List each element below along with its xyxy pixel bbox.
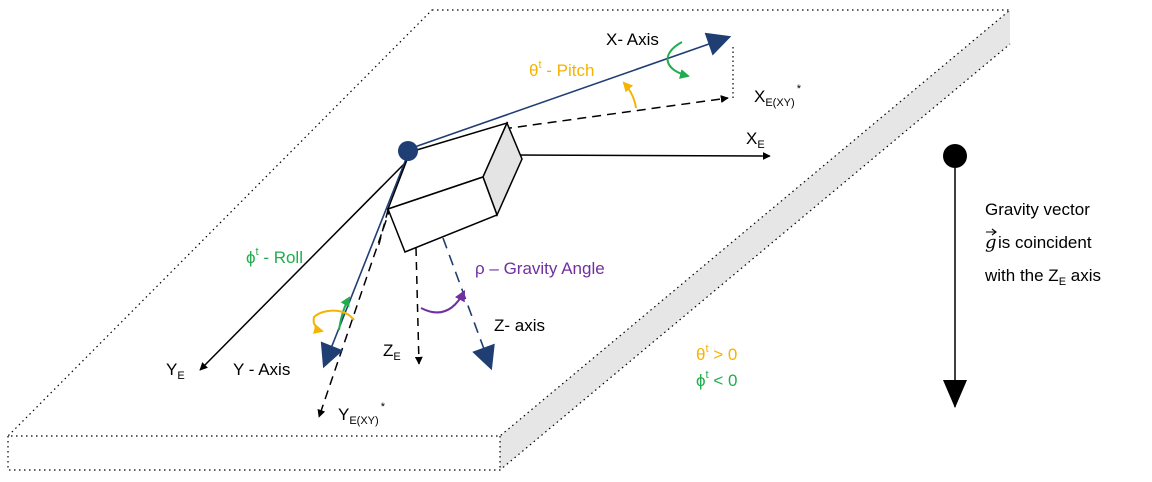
x-axis-label: X- Axis [606,30,659,49]
xe-label: XE [746,129,765,151]
gravity-vector-origin-dot [943,144,967,168]
box-front-face [387,176,498,253]
z-body-axis-dashed-arrow [442,237,495,371]
ze-label: ZE [383,341,401,363]
ye-axis-arrow [199,159,409,371]
roll-label: ϕt - Roll [246,246,303,267]
y-body-axis-arrow [320,158,407,369]
slab-side-face [500,10,1010,470]
sensor-origin-dot [398,141,418,161]
y-pitch-rotation-arc [312,309,355,334]
sensor-box [386,121,523,253]
x-roll-rotation-arc [666,41,690,79]
phi-condition: ϕt < 0 [696,369,737,390]
gravity-note: Gravity vector g is coincident with the … [984,200,1101,288]
theta-condition: θt > 0 [696,343,737,364]
box-down-dashed [377,209,389,249]
xe-axis-arrow [511,151,771,160]
ze-dashed-arrow [414,247,423,365]
pitch-angle-arc [622,81,637,109]
xexy-label: XE(XY)* [754,83,802,109]
ye-label: YE [166,360,185,382]
gravity-note-line-3: with the ZE axis [984,266,1101,288]
vector-arrow-icon [986,228,997,236]
yexy-dashed-arrow [317,205,392,418]
xexy-dashed-arrow [502,95,729,130]
gravity-note-line-1: Gravity vector [985,200,1090,219]
gravity-note-line-2: is coincident [998,233,1092,252]
gravity-vector-arrowhead [943,380,967,408]
gravity-angle-arc [420,290,466,314]
y-axis-label: Y - Axis [233,360,290,379]
pitch-label: θt - Pitch [529,59,594,80]
gravity-angle-label: ρ – Gravity Angle [475,259,605,278]
g-vector-symbol: g [985,232,997,253]
slab-top-outline [6,9,1012,437]
z-axis-label: Z- axis [494,316,545,335]
x-body-axis-arrow [405,32,732,151]
yexy-label: YE(XY)* [338,401,386,427]
slab-bottom-outline [7,43,1011,471]
ground-plane [6,9,1012,471]
